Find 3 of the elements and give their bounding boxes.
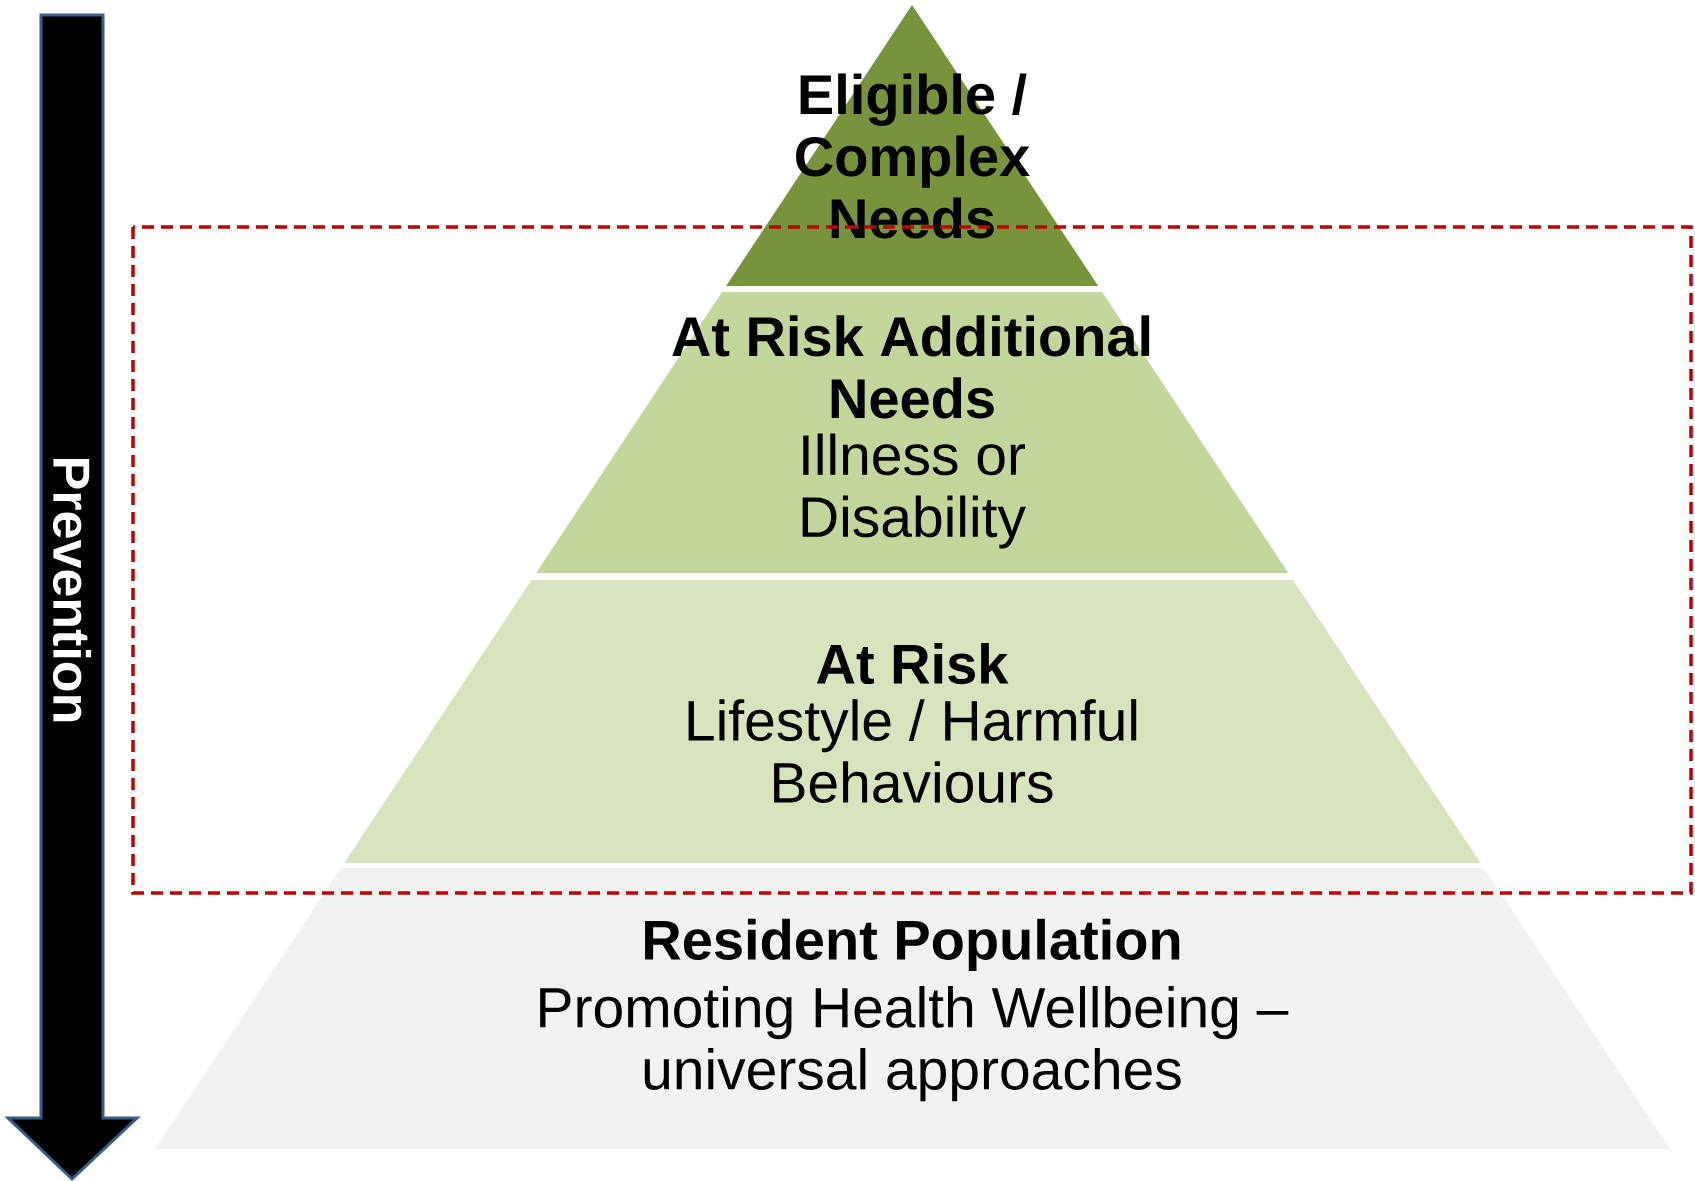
pyramid-layer: At Risk Lifestyle / Harmful Behaviours bbox=[344, 580, 1481, 863]
pyramid-layer: Resident Population Promoting Health Wellbeing – universal approaches bbox=[155, 868, 1670, 1149]
pyramid-layer: At Risk Additional Needs Illness or Disability bbox=[536, 292, 1289, 573]
